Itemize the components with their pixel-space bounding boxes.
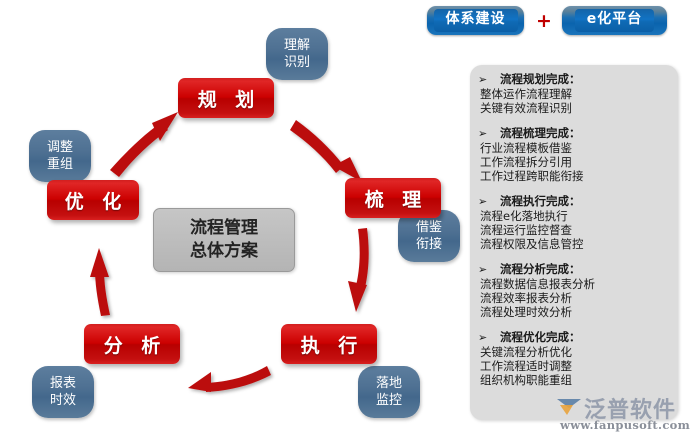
stage-optimize-label: 优 化 [64,190,128,213]
stage-comb-label: 梳 理 [364,188,428,211]
outcomes-list: ➢ 流程规划完成：整体运作流程理解关键有效流程识别 ➢ 流程梳理完成：行业流程模板借鉴… [478,72,678,398]
arrow-comb-to-exec [348,228,369,312]
watermark: 泛普软件 www.fanpusoft.com [556,392,691,438]
watermark-url: www.fanpusoft.com [560,418,691,432]
chevron-right-icon: ➢ [478,127,488,140]
fanpu-logo-icon [557,399,581,415]
outcomes-panel [470,65,678,420]
outcome-group-title-text: 流程优化完成： [500,330,581,344]
chevron-right-icon: ➢ [478,73,488,86]
satellite-understand-identify[interactable]: 理解 识别 [266,28,328,80]
watermark-brand: 泛普软件 [584,398,677,423]
outcome-group: ➢ 流程梳理完成：行业流程模板借鉴工作流程拆分引用工作过程跨职能衔接 [478,126,678,183]
outcome-item: 流程效率报表分析 [480,291,572,305]
satellite-land-line-1: 落地 [375,376,402,391]
outcome-group-title: ➢ 流程优化完成： [478,330,678,345]
badge-e-platform[interactable]: e化平台 [562,6,667,35]
outcome-group: ➢ 流程优化完成：关键流程分析优化工作流程适时调整组织机构职能重组 [478,330,678,387]
plus-separator-icon: + [536,10,552,32]
satellite-landing-monitor[interactable]: 落地 监控 [358,366,420,418]
satellite-understand-line-1: 理解 [283,38,310,53]
arrow-analyze-to-optimize [90,248,110,316]
satellite-understand-line-2: 识别 [283,55,310,70]
stage-analyze-label: 分 析 [103,334,167,357]
outcome-item: 流程权限及信息管控 [480,237,584,251]
outcome-item: 关键流程分析优化 [480,345,572,359]
outcome-group-title: ➢ 流程分析完成： [478,262,678,277]
outcome-item: 整体运作流程理解 [480,87,572,101]
outcome-item: 流程e化落地执行 [480,209,568,223]
outcome-item: 工作流程适时调整 [480,359,572,373]
badge-e-platform-label: e化平台 [574,9,655,32]
chevron-right-icon: ➢ [478,195,488,208]
chevron-right-icon: ➢ [478,263,488,276]
stage-analyze[interactable]: 分 析 [84,324,180,364]
outcome-group-title: ➢ 流程执行完成： [478,194,678,209]
outcome-group-title-text: 流程执行完成： [500,194,581,208]
chevron-right-icon: ➢ [478,331,488,344]
outcome-group-title: ➢ 流程梳理完成： [478,126,678,141]
satellite-report-timeliness[interactable]: 报表 时效 [32,366,94,418]
outcome-item: 行业流程模板借鉴 [480,141,572,155]
badge-system-construction-label: 体系建设 [433,9,518,32]
outcome-item: 流程处理时效分析 [480,305,572,319]
center-line-1: 流程管理 [190,218,258,238]
arrow-plan-to-comb [290,120,362,182]
satellite-adjust-line-1: 调整 [46,140,73,155]
satellite-borrow-line-2: 衔接 [415,237,442,252]
badge-system-construction[interactable]: 体系建设 [427,6,524,35]
satellite-report-line-1: 报表 [49,376,76,391]
stage-comb[interactable]: 梳 理 [345,178,441,218]
outcome-item: 工作流程拆分引用 [480,155,572,169]
outcome-item: 流程数据信息报表分析 [480,277,595,291]
satellite-borrow-connect[interactable]: 借鉴 衔接 [398,210,460,262]
satellite-report-line-2: 时效 [49,393,76,408]
center-overall-plan-box: 流程管理 总体方案 [153,208,295,272]
arrow-optimize-to-plan [110,112,178,177]
center-line-2: 总体方案 [190,241,258,261]
outcome-group-title: ➢ 流程规划完成： [478,72,678,87]
outcome-item: 组织机构职能重组 [480,373,572,387]
arrow-exec-to-analyze [188,366,271,392]
stage-plan[interactable]: 规 划 [178,78,274,118]
satellite-land-line-2: 监控 [375,393,402,408]
outcome-item: 工作过程跨职能衔接 [480,169,584,183]
outcome-group-title-text: 流程分析完成： [500,262,581,276]
satellite-adjust-reorganize[interactable]: 调整 重组 [29,130,91,182]
outcome-group: ➢ 流程执行完成：流程e化落地执行流程运行监控督查流程权限及信息管控 [478,194,678,251]
outcome-group: ➢ 流程规划完成：整体运作流程理解关键有效流程识别 [478,72,678,115]
stage-execute[interactable]: 执 行 [281,324,377,364]
satellite-adjust-line-2: 重组 [46,157,73,172]
stage-execute-label: 执 行 [300,334,364,357]
stage-plan-label: 规 划 [197,88,261,111]
outcome-item: 关键有效流程识别 [480,101,572,115]
satellite-borrow-line-1: 借鉴 [415,220,442,235]
outcome-group-title-text: 流程梳理完成： [500,126,581,140]
outcome-item: 流程运行监控督查 [480,223,572,237]
outcome-group: ➢ 流程分析完成：流程数据信息报表分析流程效率报表分析流程处理时效分析 [478,262,678,319]
stage-optimize[interactable]: 优 化 [47,180,139,220]
outcome-group-title-text: 流程规划完成： [500,72,581,86]
